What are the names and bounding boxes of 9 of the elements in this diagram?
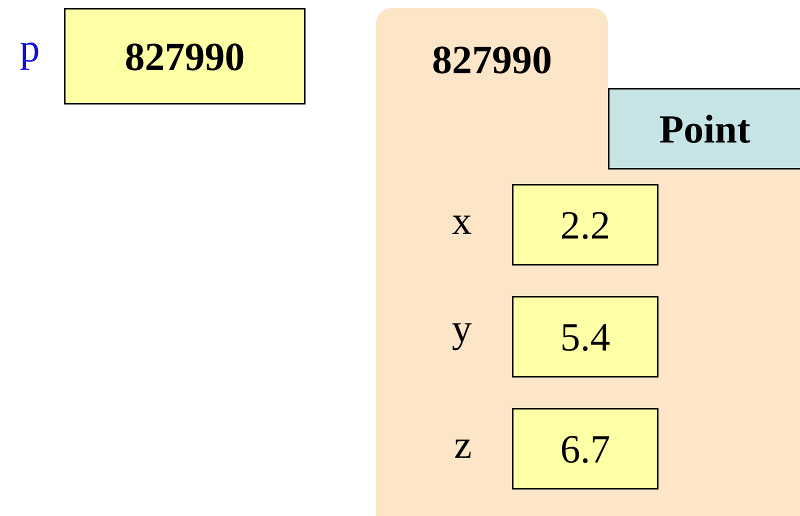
field-box: 2.2 (512, 184, 658, 266)
field-box: 6.7 (512, 408, 658, 490)
variable-name: y (452, 323, 472, 350)
variable-box: 827990 (64, 8, 306, 104)
variable-name: z (455, 440, 471, 458)
variable-name: x (452, 216, 472, 234)
class-tab: Point (608, 88, 800, 170)
variable-name: p (20, 42, 38, 70)
field-box: 5.4 (512, 296, 658, 378)
